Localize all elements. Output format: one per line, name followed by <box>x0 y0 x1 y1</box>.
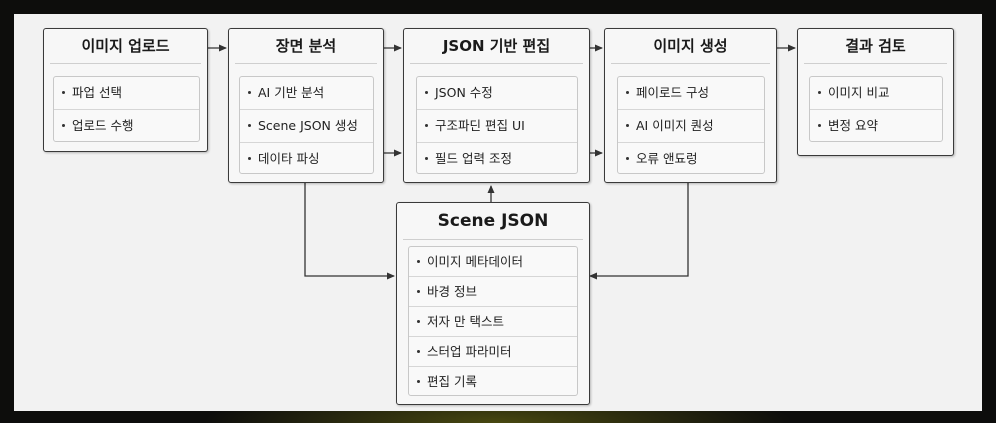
list-item: 업로드 수행 <box>54 110 199 142</box>
list-item: 페이로드 구성 <box>618 77 764 110</box>
box-image-generation: 이미지 생성 페이로드 구성 AI 이미지 퀀성 오류 앤됴렁 <box>604 28 777 183</box>
bullet-icon <box>248 157 251 160</box>
list-item: 스터업 파라미터 <box>409 337 577 367</box>
box-title: Scene JSON <box>403 203 583 240</box>
list-item: 편집 기록 <box>409 367 577 396</box>
list-item: AI 이미지 퀀성 <box>618 110 764 143</box>
bullet-icon <box>248 91 251 94</box>
bullet-icon <box>62 124 65 127</box>
bullet-icon <box>417 320 420 323</box>
bullet-icon <box>417 380 420 383</box>
list-item: 변정 요약 <box>810 110 942 142</box>
arrow-generate-to-scenejson <box>589 183 689 280</box>
bullet-icon <box>417 290 420 293</box>
box-json-edit: JSON 기반 편집 JSON 수정 구조파딘 편집 UI 필드 업력 조정 <box>403 28 590 183</box>
box-title: 결과 검토 <box>804 29 947 64</box>
box-items: 페이로드 구성 AI 이미지 퀀성 오류 앤됴렁 <box>617 76 765 174</box>
list-item: 이미지 메타데이터 <box>409 247 577 277</box>
arrow-analysis-to-scenejson <box>304 183 395 280</box>
bullet-icon <box>626 124 629 127</box>
list-item: 저자 만 택스트 <box>409 307 577 337</box>
box-items: 파업 선택 업로드 수행 <box>53 76 200 142</box>
list-item: 구조파딘 편집 UI <box>417 110 577 143</box>
bullet-icon <box>417 260 420 263</box>
bullet-icon <box>818 91 821 94</box>
box-title: 이미지 생성 <box>611 29 770 64</box>
box-items: AI 기반 분석 Scene JSON 생성 데이타 파싱 <box>239 76 374 174</box>
box-result-review: 결과 검토 이미지 비교 변정 요약 <box>797 28 954 156</box>
bullet-icon <box>425 91 428 94</box>
diagram-canvas: 이미지 업로드 파업 선택 업로드 수행 장면 분석 AI 기반 분석 Scen… <box>14 14 982 411</box>
box-scene-json: Scene JSON 이미지 메타데이터 바경 정브 저자 만 택스트 스터업 … <box>396 202 590 405</box>
box-items: 이미지 비교 변정 요약 <box>809 76 943 142</box>
list-item: 바경 정브 <box>409 277 577 307</box>
list-item: 파업 선택 <box>54 77 199 110</box>
list-item: 이미지 비교 <box>810 77 942 110</box>
list-item: 오류 앤됴렁 <box>618 143 764 175</box>
box-image-upload: 이미지 업로드 파업 선택 업로드 수행 <box>43 28 208 152</box>
bullet-icon <box>818 124 821 127</box>
bullet-icon <box>626 91 629 94</box>
list-item: AI 기반 분석 <box>240 77 373 110</box>
box-title: 이미지 업로드 <box>50 29 201 64</box>
list-item: JSON 수정 <box>417 77 577 110</box>
bullet-icon <box>62 91 65 94</box>
connector-arrows <box>208 44 796 280</box>
bullet-icon <box>626 157 629 160</box>
box-items: 이미지 메타데이터 바경 정브 저자 만 택스트 스터업 파라미터 편집 기록 <box>408 246 578 396</box>
box-title: JSON 기반 편집 <box>410 29 583 64</box>
bullet-icon <box>248 124 251 127</box>
box-scene-analysis: 장면 분석 AI 기반 분석 Scene JSON 생성 데이타 파싱 <box>228 28 384 183</box>
box-items: JSON 수정 구조파딘 편집 UI 필드 업력 조정 <box>416 76 578 174</box>
box-title: 장면 분석 <box>235 29 377 64</box>
list-item: 데이타 파싱 <box>240 143 373 175</box>
list-item: Scene JSON 생성 <box>240 110 373 143</box>
list-item: 필드 업력 조정 <box>417 143 577 175</box>
bullet-icon <box>425 157 428 160</box>
bullet-icon <box>417 350 420 353</box>
bullet-icon <box>425 124 428 127</box>
